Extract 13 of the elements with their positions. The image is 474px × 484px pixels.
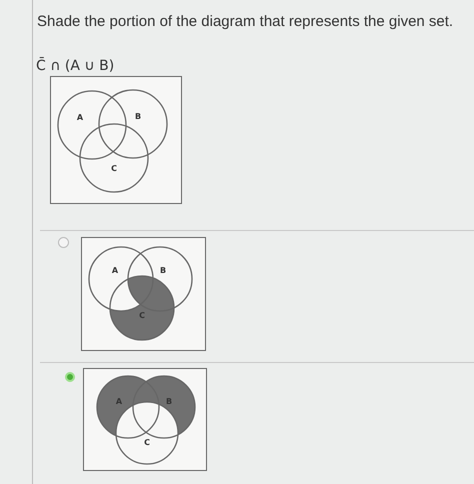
set-letter: A	[111, 266, 118, 274]
venn-diagram-frame	[50, 76, 182, 204]
set-letter: B	[134, 112, 141, 120]
set-letter: B	[159, 266, 166, 274]
set-letter: C	[110, 164, 116, 172]
set-letter: C	[144, 438, 150, 446]
set-letter: A	[76, 112, 83, 122]
venn-diagram-frame	[81, 237, 206, 351]
set-expression: C̄ ∩ (A ∪ B)	[36, 58, 114, 74]
question-text: Shade the portion of the diagram that represents the given set.	[37, 13, 454, 30]
set-letter: B	[165, 396, 172, 406]
set-letter: A	[115, 396, 122, 406]
set-letter: C	[138, 310, 144, 320]
